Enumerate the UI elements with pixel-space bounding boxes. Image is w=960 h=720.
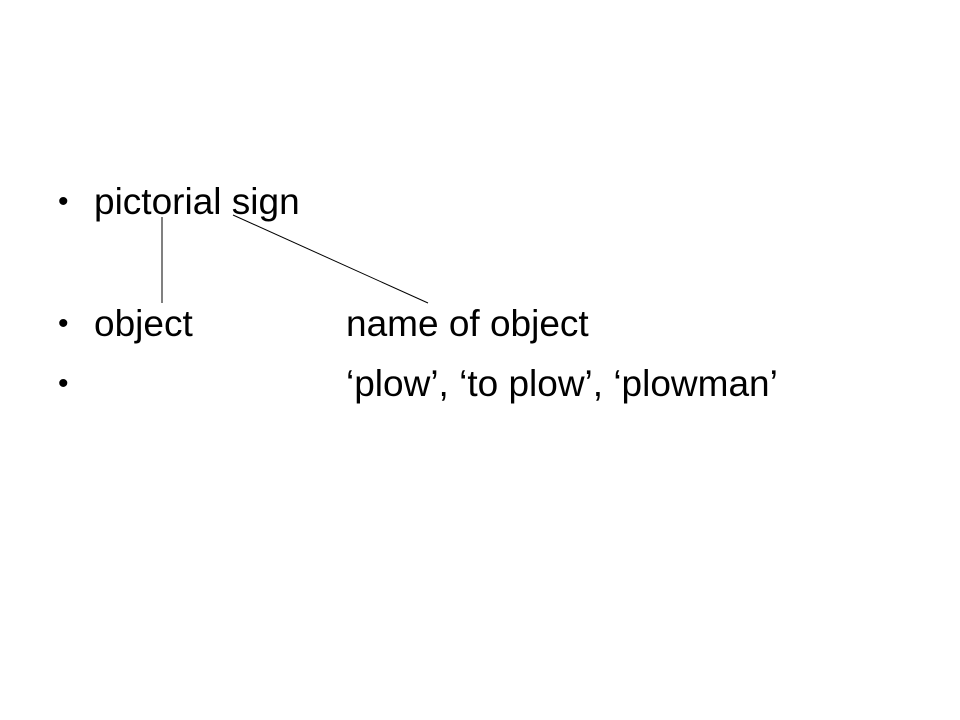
pictorial-sign-text: pictorial sign [94, 181, 300, 222]
bullet-dot: • [58, 307, 69, 340]
bullet-item-object: • object name of object [58, 302, 918, 346]
bullet-item-pictorial-sign: • pictorial sign [58, 180, 918, 224]
object-text: object [94, 303, 193, 344]
bullet-item-plow-words: • ‘plow’, ‘to plow’, ‘plowman’ [58, 362, 918, 406]
bullet-dot: • [58, 367, 69, 400]
bullet-dot: • [58, 185, 69, 218]
plow-words-text: ‘plow’, ‘to plow’, ‘plowman’ [346, 363, 778, 404]
connector-sign-to-name-of-object [232, 214, 429, 304]
name-of-object-text: name of object [346, 303, 589, 344]
